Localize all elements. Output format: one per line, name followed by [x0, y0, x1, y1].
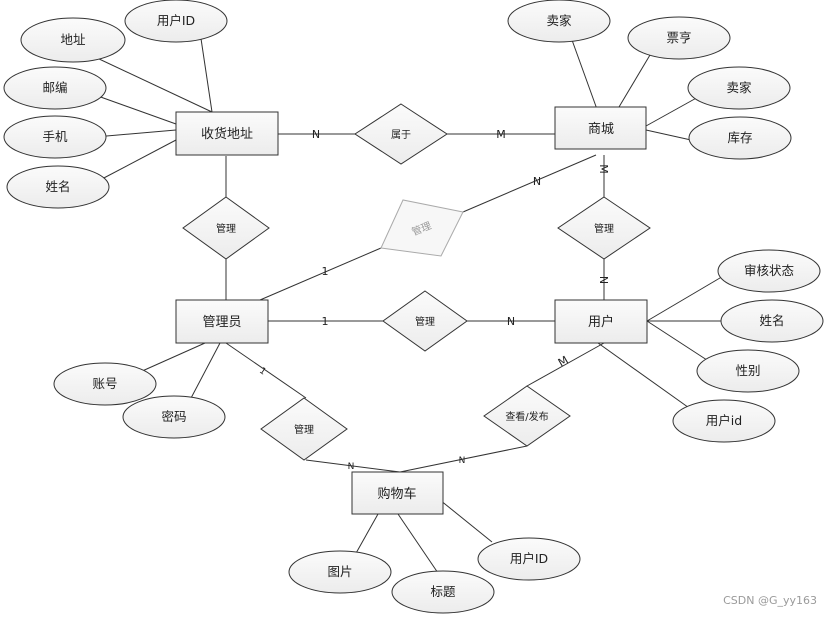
attr-yonghu-id-lower-label: 用户id	[706, 413, 742, 428]
rel-guanli-bottom	[260, 397, 348, 461]
attr-zhanghao-label: 账号	[92, 376, 117, 391]
attr-maijia-top	[507, 0, 611, 43]
rel-guanli-right-label: 管理	[594, 222, 614, 235]
rel-guanli-mid-label: 管理	[415, 315, 435, 328]
attr-shouji	[3, 115, 107, 159]
attr-mima	[122, 395, 226, 439]
rel-guanli-right	[557, 196, 651, 260]
attr-tupian-label: 图片	[327, 564, 352, 579]
rel-guanli-mid	[382, 290, 468, 352]
rel-shuyu-label: 属于	[391, 129, 411, 141]
entity-shangcheng-label: 商城	[588, 122, 614, 137]
entity-yonghu	[554, 299, 648, 344]
attr-xingming-right-label: 姓名	[759, 313, 784, 328]
attr-biaoti	[391, 570, 495, 614]
attr-maijia-right	[687, 66, 791, 110]
rel-guanli-top	[182, 196, 270, 260]
attr-dizhi	[20, 17, 126, 63]
card-chakan-bottom: N	[459, 456, 466, 466]
card-shuyu-left: N	[312, 128, 320, 141]
attr-shouji-label: 手机	[42, 129, 68, 144]
attr-xingming-right	[720, 299, 824, 343]
attr-xingbie-label: 性别	[735, 363, 760, 378]
rel-chakan-fabu-label: 查看/发布	[505, 410, 548, 423]
attr-zhanghao	[53, 362, 157, 406]
entity-shouhuo-dizhi-label: 收货地址	[201, 126, 253, 142]
card-right-top: M	[597, 164, 610, 174]
entity-guanliyuan-label: 管理员	[202, 315, 241, 330]
attr-piaoheng-label: 票亨	[666, 30, 691, 45]
attr-maijia-top-label: 卖家	[546, 13, 572, 28]
relationships: 属于 管理 管理 管理 管理 查看/发布 管理	[182, 103, 651, 461]
card-bottom-top: 1	[257, 366, 267, 377]
attr-maijia-right-label: 卖家	[726, 80, 752, 95]
card-chakan-top: M	[556, 353, 571, 369]
attr-xingming-left	[6, 165, 110, 209]
rel-shuyu	[354, 103, 448, 165]
entity-shangcheng	[554, 106, 647, 150]
attr-dizhi-label: 地址	[60, 32, 86, 47]
attr-shenhe-zhuangtai	[717, 249, 821, 293]
entity-yonghu-label: 用户	[588, 314, 614, 330]
entity-shouhuo-dizhi	[175, 111, 279, 156]
attr-kucun-label: 库存	[727, 130, 752, 145]
card-mid-right: N	[507, 315, 515, 328]
card-mid-left: 1	[322, 315, 329, 328]
rel-chakan-fabu	[483, 385, 571, 447]
attr-kucun	[688, 116, 792, 160]
entities: 收货地址 商城 管理员 用户 购物车	[175, 106, 648, 515]
entity-gouwuche	[351, 471, 444, 515]
attr-biaoti-label: 标题	[430, 584, 456, 599]
connectors	[79, 31, 726, 574]
attr-mima-label: 密码	[161, 409, 186, 424]
attr-xingbie	[696, 349, 800, 393]
card-right-bottom: N	[597, 276, 610, 284]
attr-yonghu-id-bottom	[477, 537, 581, 581]
card-faded-bottom: 1	[322, 265, 329, 278]
watermark: CSDN @G_yy163	[723, 594, 817, 607]
entity-gouwuche-label: 购物车	[377, 486, 416, 502]
attr-yonghu-id-top-label: 用户ID	[157, 13, 195, 28]
card-bottom-bottom: N	[348, 462, 355, 472]
attr-yonghu-id-bottom-label: 用户ID	[510, 551, 548, 566]
card-shuyu-right: M	[496, 128, 506, 141]
entity-guanliyuan	[175, 299, 269, 344]
attr-youbian-label: 邮编	[42, 80, 67, 95]
attr-shenhe-zhuangtai-label: 审核状态	[744, 263, 794, 278]
attr-piaoheng	[627, 16, 731, 60]
rel-guanli-faded	[380, 199, 464, 257]
attr-youbian	[3, 66, 107, 110]
card-faded-top: N	[533, 175, 541, 188]
attr-xingming-left-label: 姓名	[45, 179, 70, 194]
attr-tupian	[288, 550, 392, 594]
attr-yonghu-id-lower	[672, 399, 776, 443]
attributes: 地址 用户ID 邮编 手机 姓名 卖家 票亨 卖家 库存 账号 密码 审核状态 …	[3, 0, 824, 614]
rel-guanli-top-label: 管理	[216, 222, 236, 235]
rel-guanli-bottom-label: 管理	[294, 423, 314, 436]
attr-yonghu-id-top	[124, 0, 228, 43]
